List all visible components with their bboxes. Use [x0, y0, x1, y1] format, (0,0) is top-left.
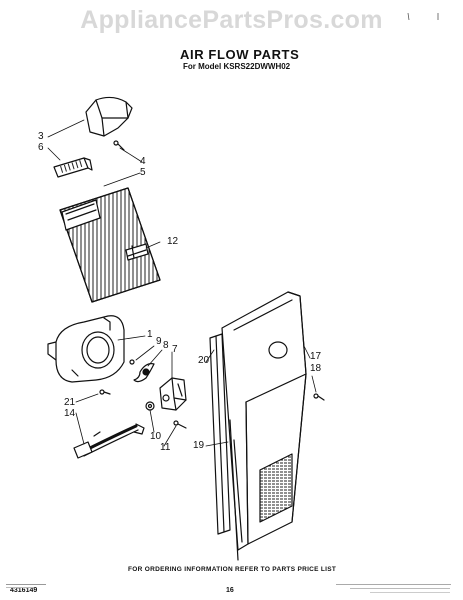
watermark: AppliancePartsPros.com [80, 6, 383, 34]
callout-label: 10 [150, 431, 162, 442]
page-title: AIR FLOW PARTS [180, 47, 300, 62]
wire-harness-part [73, 423, 145, 459]
callout-label: 21 [64, 397, 76, 408]
callout-label: 12 [167, 236, 179, 247]
callout-label: 18 [310, 363, 322, 374]
insulation-strip-part [209, 333, 231, 535]
washer-part [145, 401, 155, 411]
screw-part [113, 140, 125, 151]
print-mark [6, 587, 34, 588]
screw-part [99, 389, 111, 395]
callout-label: 1 [147, 329, 153, 340]
callout-label: 6 [38, 142, 44, 153]
model-subtitle: For Model KSRS22DWWH02 [183, 62, 291, 71]
air-duct-panel-part [221, 291, 307, 561]
print-mark [370, 592, 450, 593]
damper-clip-part [125, 243, 149, 261]
evaporator-cover-part [59, 187, 161, 303]
fan-shroud-part [47, 315, 125, 383]
callout-label: 5 [140, 167, 146, 178]
fan-motor-part [159, 377, 187, 411]
callout-label: 19 [193, 440, 205, 451]
callout-label: 3 [38, 131, 44, 142]
print-mark [6, 584, 46, 585]
screw-part [313, 393, 325, 401]
page-number: 16 [226, 587, 234, 594]
screw-part [173, 420, 187, 429]
callout-label: 7 [172, 344, 178, 355]
callout-label: 8 [163, 340, 169, 351]
print-mark [336, 584, 451, 585]
callout-label: 20 [198, 355, 210, 366]
louver-part [53, 157, 93, 178]
callout-label: 9 [156, 336, 162, 347]
ordering-note: FOR ORDERING INFORMATION REFER TO PARTS … [128, 566, 337, 573]
leader-lines [47, 119, 317, 447]
callout-label: 17 [310, 351, 322, 362]
callout-label: 14 [64, 408, 76, 419]
print-mark [350, 588, 450, 589]
callout-label: 11 [160, 442, 171, 453]
scan-mark [407, 12, 410, 21]
document-number: 4316149 [10, 587, 38, 594]
callout-label: 4 [140, 156, 146, 167]
duct-cover-part [85, 96, 133, 137]
